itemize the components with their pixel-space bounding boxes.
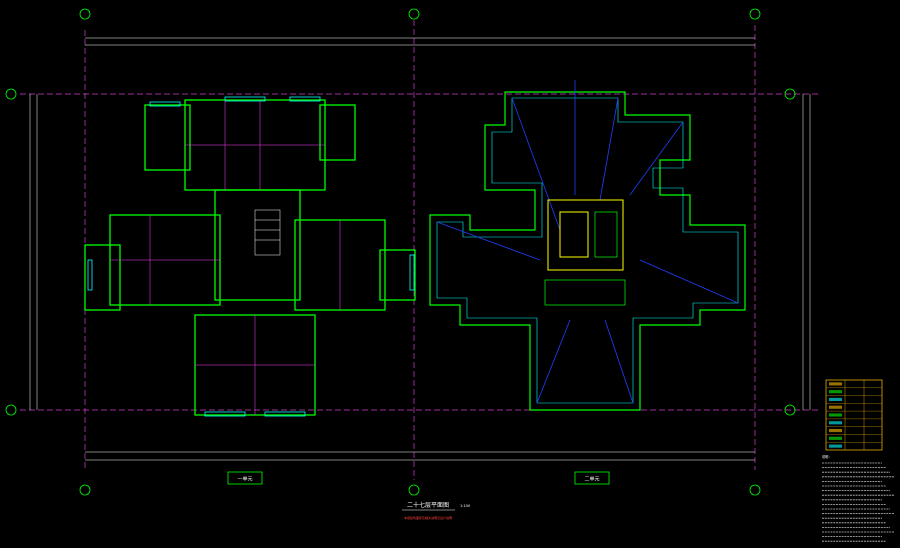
unit-2-ridge-line [639, 259, 739, 304]
unit-2-core [547, 199, 624, 271]
dimension-lines [29, 37, 811, 461]
legend-table [825, 379, 883, 451]
unit-2-ridge-line [629, 121, 684, 196]
legend-swatch [829, 382, 842, 386]
legend-swatch [829, 405, 842, 409]
legend-swatch [829, 444, 842, 448]
unit-1-window-6 [204, 411, 246, 417]
unit-1-window-1 [149, 101, 181, 107]
drawing-title: 二十七层平面图 1:100 本层建筑面积及相关说明见设计说明 [402, 501, 470, 520]
legend-table-border [825, 379, 883, 451]
unit-1-top-left-room [144, 104, 191, 171]
legend-swatch [829, 429, 842, 433]
unit-2-machine-room [547, 199, 624, 271]
axis-bubble-top-center [408, 8, 420, 20]
axis-bubble-left-top [5, 88, 17, 100]
axis-bubble-right-bottom [784, 404, 796, 416]
axis-bubble-top-left [79, 8, 91, 20]
drawing-subnote-text: 本层建筑面积及相关说明见设计说明 [404, 515, 452, 520]
axis-bubble-right-top [784, 88, 796, 100]
legend-swatch [829, 436, 842, 440]
unit-2-ridge-line [604, 319, 634, 404]
unit-2-stair [594, 211, 618, 258]
legend-swatch [829, 413, 842, 417]
unit-1-stair-core [254, 209, 281, 256]
axis-bubble-bottom-right [749, 484, 761, 496]
unit-2-roof-ridge-lines [436, 80, 739, 404]
axis-bubble-left-bottom [5, 404, 17, 416]
unit-label-1-text: 一单元 [237, 476, 252, 483]
unit-1-window-2 [224, 96, 266, 102]
unit-1-far-right-room [379, 249, 416, 301]
axis-bubble-bottom-center [408, 484, 420, 496]
unit-1-partitions [110, 100, 341, 415]
general-notes-heading: 说明： [822, 454, 832, 459]
legend-swatch [829, 397, 842, 401]
legend-swatch [829, 421, 842, 425]
drawing-scale-text: 1:100 [460, 504, 470, 508]
legend-table-rows [826, 382, 882, 448]
unit-label-2-text: 二单元 [584, 476, 599, 483]
unit-label-2-box [574, 471, 610, 485]
axis-bubble-top-right [749, 8, 761, 20]
unit-2-core-detail [544, 211, 626, 306]
unit-1-window-3 [289, 96, 321, 102]
unit-1-floor-plan [84, 96, 416, 417]
unit-2-elevator-shaft [559, 211, 589, 258]
axis-bubbles [5, 8, 796, 496]
unit-label-2: 二单元 [574, 471, 610, 485]
unit-2-ridge-line [536, 319, 571, 404]
unit-1-window-4 [87, 259, 93, 291]
unit-label-1: 一单元 [227, 471, 263, 485]
unit-1-windows [87, 96, 415, 417]
unit-1-far-left-room [84, 244, 121, 311]
unit-1-stair [254, 209, 281, 256]
unit-2-ridge-line [436, 221, 541, 261]
drawing-title-text: 二十七层平面图 [407, 501, 449, 509]
unit-2-parapet-outline [429, 91, 746, 411]
unit-1-window-5 [409, 254, 415, 291]
general-notes: 说明： [822, 454, 894, 542]
unit-1-window-7 [264, 411, 306, 417]
general-notes-lines [822, 462, 894, 542]
legend-swatch [829, 390, 842, 394]
unit-2-roof-hatch [544, 279, 626, 306]
unit-2-ridge-line [599, 97, 619, 201]
unit-1-top-right-room [319, 104, 356, 161]
unit-2-roof-plan [429, 80, 746, 411]
unit-label-1-box [227, 471, 263, 485]
axis-bubble-bottom-left [79, 484, 91, 496]
unit-2-ridge-line [511, 97, 561, 231]
